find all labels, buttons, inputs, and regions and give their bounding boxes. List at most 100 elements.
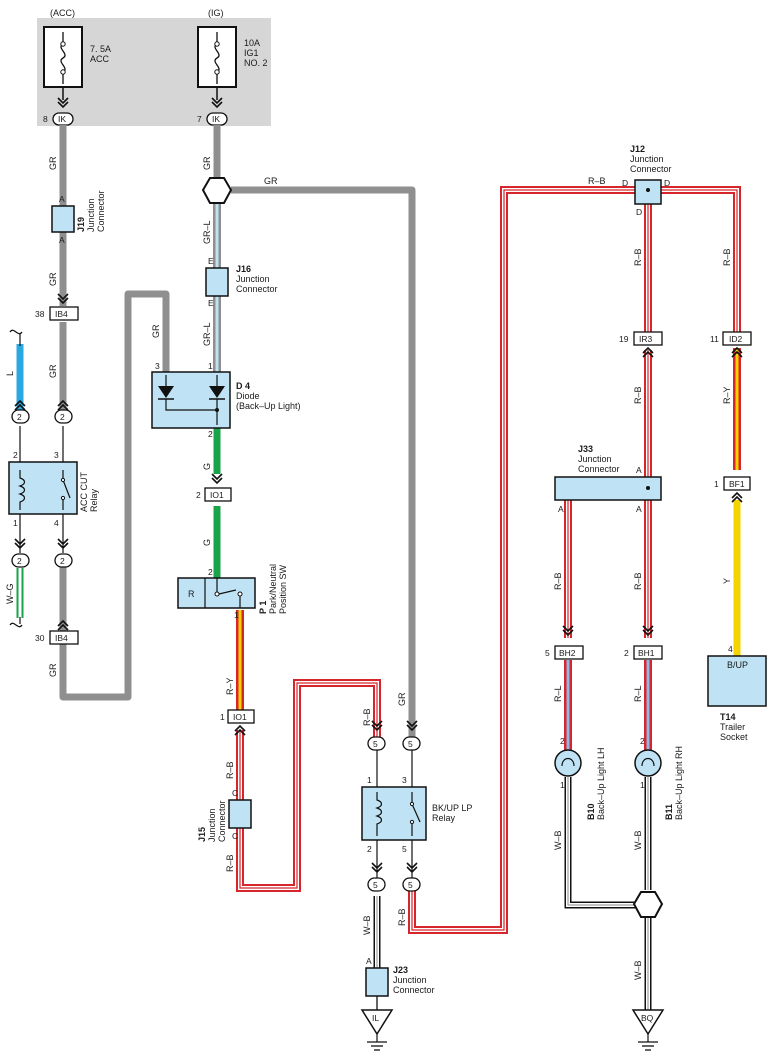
b10-pin-1: 1 <box>560 780 565 790</box>
j19-id: J19 <box>76 217 86 232</box>
splice-2-left-bottom-label: 2 <box>17 556 22 566</box>
splice-5-relay-right-top-label: 5 <box>408 739 413 749</box>
wire-label-g: G <box>202 463 212 470</box>
j12-id: J12 <box>630 144 645 154</box>
bkup-relay-pin-5: 5 <box>402 844 407 854</box>
io1-bottom-label: IO1 <box>233 712 247 722</box>
wire-label-r-b: R–B <box>722 248 732 266</box>
id2-label: ID2 <box>729 334 743 344</box>
bkup-relay-pin-2: 2 <box>367 844 372 854</box>
wire-label-r-y: R–Y <box>225 677 235 695</box>
w-b-wires <box>373 777 652 1010</box>
j12-pin-left: D <box>622 178 628 188</box>
wire-label-gr: GR <box>48 272 58 286</box>
splice-2-right-top <box>54 409 73 424</box>
j15-name-2: Connector <box>217 800 227 842</box>
r-l-wires <box>564 660 652 750</box>
j15-pin-top: C <box>232 788 238 798</box>
ir3-pin: 19 <box>619 334 629 344</box>
ik-ig-pin: 7 <box>197 114 202 124</box>
ib4-bottom-label: IB4 <box>55 633 68 643</box>
j16-name-2: Connector <box>236 284 278 294</box>
io1-top-connector <box>204 487 232 502</box>
splice-2-right-bottom-label: 2 <box>60 556 65 566</box>
wire-label-l: L <box>5 371 15 376</box>
acc-relay-pin-1: 1 <box>13 518 18 528</box>
d4-diode <box>151 371 231 429</box>
b11-id: B11 <box>664 804 674 820</box>
bf1-label: BF1 <box>729 479 745 489</box>
d4-name-2: (Back–Up Light) <box>236 401 301 411</box>
ig-fuse-name: IG1 <box>244 48 259 58</box>
ib4-bottom-connector <box>49 630 79 645</box>
j12-pin-bottom: D <box>636 207 642 217</box>
b10-pin-2: 2 <box>560 736 565 746</box>
t14-name-1: Trailer <box>720 722 745 732</box>
io1-top-label: IO1 <box>210 490 224 500</box>
j23-connector <box>365 967 389 997</box>
j19-name-1: Junction <box>86 198 96 232</box>
ir3-connector <box>633 331 663 346</box>
j15-name-1: Junction <box>207 808 217 842</box>
bh2-pin: 5 <box>545 648 550 658</box>
j33-pin-right: A <box>636 504 642 514</box>
j23-id: J23 <box>393 965 408 975</box>
wire-label-r-b: R–B <box>225 854 235 872</box>
acc-fuse-rating: 7. 5A <box>90 44 111 54</box>
io1-bottom-pin: 1 <box>220 712 225 722</box>
wire-label-r-b: R–B <box>362 708 372 726</box>
wire-label-gr-l: GR–L <box>202 322 212 346</box>
p1-pin-2: 2 <box>208 567 213 577</box>
wire-label-w-b: W–B <box>633 830 643 850</box>
b10-name: Back–Up Light LH <box>596 747 606 820</box>
wire-label-gr: GR <box>48 364 58 378</box>
ground-bq <box>631 1009 665 1051</box>
p1-id: P 1 <box>258 601 268 614</box>
splice-2-left-top <box>11 409 30 424</box>
p1-pin-1: 1 <box>234 610 239 620</box>
wire-label-gr: GR <box>202 156 212 170</box>
acc-relay-name-2: Relay <box>89 488 99 512</box>
wire-label-gr: GR <box>151 324 161 338</box>
ig-header: (IG) <box>208 8 224 18</box>
j19-pin-bottom: A <box>59 235 65 245</box>
t14-id: T14 <box>720 712 736 722</box>
j33-pin-left: A <box>558 504 564 514</box>
p1-name-1: Park/Neutral <box>268 564 278 614</box>
j12-pin-right: D <box>664 178 670 188</box>
b11-name: Back–Up Light RH <box>674 746 684 820</box>
d4-pin-2: 2 <box>208 429 213 439</box>
ib4-top-label: IB4 <box>55 309 68 319</box>
ik-acc-pin: 8 <box>43 114 48 124</box>
splice-5-relay-left-top <box>367 736 386 751</box>
j16-pin-bottom: E <box>208 298 214 308</box>
splice-5-relay-left-bottom-label: 5 <box>373 880 378 890</box>
wire-label-r-b: R–B <box>553 572 563 590</box>
bh2-label: BH2 <box>559 648 576 658</box>
ig-fuse-rating: 10A <box>244 38 260 48</box>
wire-label-gr: GR <box>397 692 407 706</box>
acc-relay-name-1: ACC CUT <box>79 471 89 512</box>
wire-label-r-b: R–B <box>588 176 606 186</box>
ground-il <box>360 1009 394 1051</box>
wire-label-r-l: R–L <box>633 685 643 702</box>
back-up-light-lh-bulb-icon <box>554 749 582 777</box>
break-mark-icon <box>9 329 23 335</box>
wire-label-gr: GR <box>264 176 278 186</box>
j33-name-1: Junction <box>578 454 612 464</box>
wire-label-y: Y <box>722 578 732 584</box>
splice-2-left-bottom <box>11 553 30 568</box>
j23-name-2: Connector <box>393 985 435 995</box>
j16-connector <box>205 267 229 297</box>
ib4-top-pin: 38 <box>35 309 45 319</box>
bh1-label: BH1 <box>638 648 655 658</box>
bkup-lp-relay <box>361 786 427 841</box>
splice-5-relay-right-bottom-label: 5 <box>408 880 413 890</box>
j33-id: J33 <box>578 444 593 454</box>
j19-connector <box>51 205 75 233</box>
ir3-label: IR3 <box>639 334 653 344</box>
ig-fuse-number: NO. 2 <box>244 58 268 68</box>
j23-pin: A <box>366 956 372 966</box>
acc-relay-pin-4: 4 <box>54 518 59 528</box>
